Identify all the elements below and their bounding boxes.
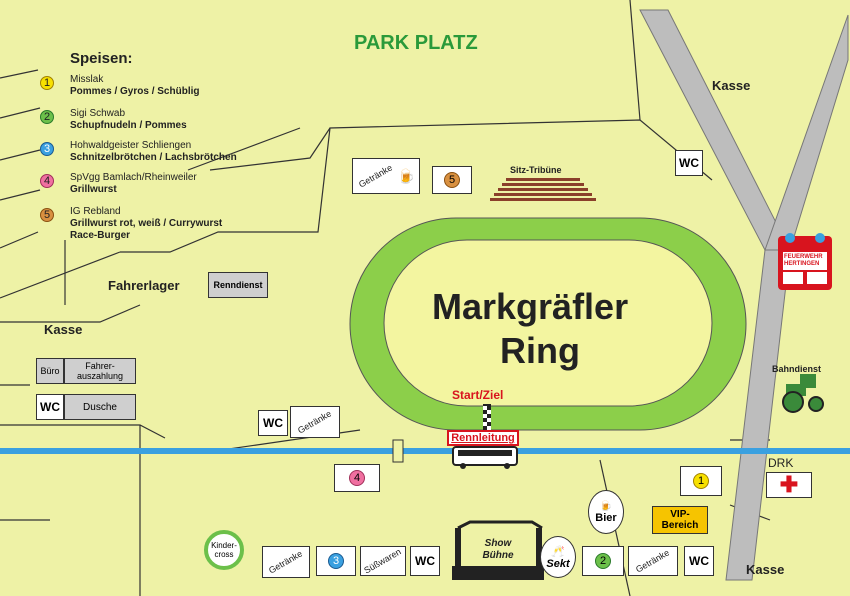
road-right bbox=[764, 14, 849, 251]
buero-box: Büro bbox=[36, 358, 64, 384]
road-diagonal bbox=[639, 9, 791, 251]
stand-name: SpVgg Bamlach/Rheinweiler bbox=[70, 172, 197, 183]
start-checker bbox=[483, 406, 491, 430]
stand-number: 3 bbox=[328, 553, 344, 569]
renndienst-box: Renndienst bbox=[208, 272, 268, 298]
fahrer-label-2: auszahlung bbox=[76, 371, 124, 381]
track-inner bbox=[383, 239, 713, 407]
tractor-icon bbox=[782, 374, 824, 413]
bridge bbox=[392, 439, 404, 463]
feuerwehr-label-2: HERTINGEN bbox=[784, 261, 820, 267]
sekt-stand: 🥂 Sekt bbox=[540, 536, 576, 578]
dusche-box: Dusche bbox=[64, 394, 136, 420]
wc-box: WC bbox=[410, 546, 440, 576]
kasse-top-label: Kasse bbox=[712, 78, 751, 93]
vip-area: VIP- Bereich bbox=[652, 506, 708, 534]
stand-name: Sigi Schwab bbox=[70, 108, 126, 119]
stand-food-2: Race-Burger bbox=[70, 230, 131, 241]
beer-icon: 🍺 bbox=[397, 167, 416, 184]
stand-number: 1 bbox=[40, 76, 54, 90]
kinder-label-1: Kinder- bbox=[211, 541, 237, 550]
map-title: PARK PLATZ bbox=[354, 32, 478, 54]
wc-box: WC bbox=[258, 410, 288, 436]
suesswaren-box: Süßwaren bbox=[360, 546, 406, 576]
stand-number: 1 bbox=[693, 473, 709, 489]
show-label-2: Bühne bbox=[482, 550, 514, 561]
stand-number: 3 bbox=[40, 142, 54, 156]
feuerwehr-label-1: FEUERWEHR bbox=[784, 254, 823, 260]
wc-box: WC bbox=[675, 150, 703, 176]
suesswaren-label: Süßwaren bbox=[362, 546, 404, 576]
red-cross-icon: ✚ bbox=[779, 472, 799, 497]
stand-number: 2 bbox=[40, 110, 54, 124]
tribune-label: Sitz-Tribüne bbox=[510, 165, 562, 175]
getraenke-box-top: Getränke 🍺 bbox=[352, 158, 420, 194]
stand-food: Schnitzelbrötchen / Lachsbrötchen bbox=[70, 152, 237, 163]
show-stage bbox=[452, 520, 544, 580]
stand-number: 2 bbox=[595, 553, 611, 569]
getraenke-box: Getränke bbox=[262, 546, 310, 578]
show-label-1: Show bbox=[484, 538, 512, 549]
stand-number: 4 bbox=[349, 470, 365, 486]
stand-1-box: 1 bbox=[680, 466, 722, 496]
track-name-line2: Ring bbox=[500, 330, 580, 371]
bier-label: Bier bbox=[595, 511, 617, 524]
start-finish-label: Start/Ziel bbox=[452, 388, 504, 402]
legend-title: Speisen: bbox=[70, 50, 133, 67]
kinder-label-2: cross bbox=[214, 550, 234, 559]
path-lines bbox=[0, 0, 771, 596]
beer-tap-icon: 🍺 bbox=[599, 500, 613, 512]
getraenke-box: Getränke bbox=[628, 546, 678, 576]
tribune-stairs bbox=[490, 178, 596, 201]
stand-name: Misslak bbox=[70, 74, 104, 85]
stand-5-box: 5 bbox=[432, 166, 472, 194]
stand-4-box: 4 bbox=[334, 464, 380, 492]
stand-food: Pommes / Gyros / Schüblig bbox=[70, 86, 200, 97]
getraenke-label: Getränke bbox=[634, 547, 672, 575]
kasse-bottom-label: Kasse bbox=[746, 562, 785, 577]
kindercross-circle: Kinder- cross bbox=[204, 530, 244, 570]
getraenke-label: Getränke bbox=[356, 162, 394, 190]
rennleitung-label: Rennleitung bbox=[447, 430, 519, 446]
fire-truck-icon bbox=[778, 233, 832, 290]
bahndienst-label: Bahndienst bbox=[772, 364, 822, 374]
stand-name: Hohwaldgeister Schliengen bbox=[70, 140, 192, 151]
fahrerlager-label: Fahrerlager bbox=[108, 278, 180, 293]
wc-box: WC bbox=[36, 394, 64, 420]
stand-food: Grillwurst rot, weiß / Currywurst bbox=[70, 218, 223, 229]
glass-icon: 🥂 bbox=[551, 545, 565, 558]
stand-2-box: 2 bbox=[582, 546, 624, 576]
stand-food: Grillwurst bbox=[70, 184, 117, 195]
river bbox=[0, 448, 850, 454]
sekt-label: Sekt bbox=[546, 557, 570, 570]
fahrerauszahlung-box: Fahrer- auszahlung bbox=[64, 358, 136, 384]
drk-label: DRK bbox=[768, 456, 794, 470]
vip-label-1: VIP- bbox=[670, 509, 690, 520]
track-name-line1: Markgräfler bbox=[432, 286, 629, 327]
wc-box: WC bbox=[684, 546, 714, 576]
vip-label-2: Bereich bbox=[661, 520, 699, 531]
getraenke-label: Getränke bbox=[267, 548, 305, 576]
stand-3-box: 3 bbox=[316, 546, 356, 576]
fahrer-label-1: Fahrer- bbox=[85, 361, 115, 371]
stand-number: 4 bbox=[40, 174, 54, 188]
stand-name: IG Rebland bbox=[70, 206, 121, 217]
stand-food: Schupfnudeln / Pommes bbox=[70, 120, 187, 131]
drk-box: ✚ bbox=[766, 472, 812, 498]
getraenke-label: Getränke bbox=[296, 408, 334, 436]
stand-number: 5 bbox=[40, 208, 54, 222]
bier-stand: 🍺 Bier bbox=[588, 490, 624, 534]
getraenke-box: Getränke bbox=[290, 406, 340, 438]
stand-number: 5 bbox=[444, 172, 460, 188]
kasse-left-label: Kasse bbox=[44, 322, 83, 337]
bus-icon bbox=[452, 446, 518, 469]
